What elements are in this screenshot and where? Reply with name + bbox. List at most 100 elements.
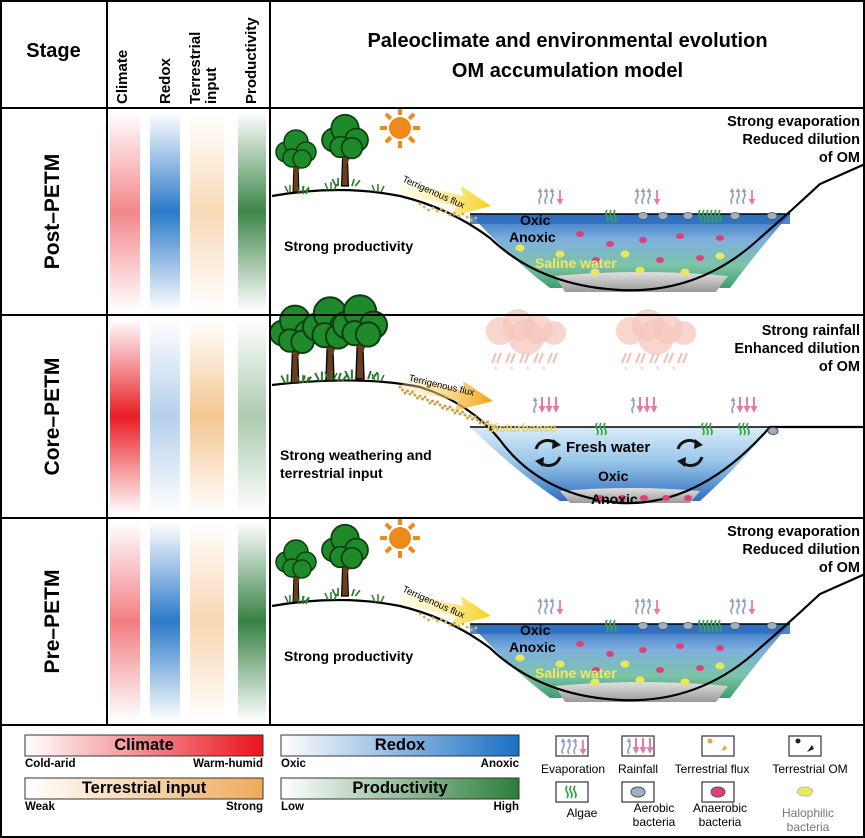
sediment-grain xyxy=(418,394,422,398)
disturbance-label: Disturbance xyxy=(487,421,557,435)
legend-bar-high: Warm-humid xyxy=(193,758,263,770)
sediment-grain xyxy=(473,415,477,419)
indicator-bar xyxy=(238,522,266,721)
grass-icon xyxy=(296,186,310,195)
sediment-grain xyxy=(438,403,442,407)
stage-header: Stage xyxy=(26,40,81,62)
sediment-grain xyxy=(435,619,439,623)
grass-icon xyxy=(371,594,385,603)
terrigenous-flux-arrow xyxy=(399,182,491,216)
sediment-grain xyxy=(418,202,422,206)
evaporation-icon xyxy=(560,738,587,755)
aerobic-bacteria-icon xyxy=(729,212,741,220)
sediment-grain xyxy=(476,418,479,422)
indicator-bar xyxy=(150,112,180,311)
algae-icon xyxy=(698,209,710,223)
sediment-grain xyxy=(481,419,484,423)
sediment-grain xyxy=(465,625,469,629)
sediment-grain xyxy=(461,410,464,414)
sediment-grain xyxy=(444,620,448,624)
anaerobic-bacteria-icon xyxy=(592,667,600,673)
svg-text:*: * xyxy=(510,365,514,375)
sediment-grain xyxy=(469,218,473,222)
oxic-layer xyxy=(470,624,790,634)
sediment-grain xyxy=(496,427,499,431)
algae-icon xyxy=(565,785,577,799)
anaerobic-bacteria-icon xyxy=(592,257,600,263)
algae-icon xyxy=(738,422,750,436)
sediment-grain xyxy=(403,391,407,395)
figure-title-line1: Paleoclimate and environmental evolution xyxy=(367,30,768,52)
ground-line xyxy=(271,162,865,292)
sediment-grain xyxy=(471,417,474,421)
anaerobic-bacteria-icon xyxy=(676,233,684,239)
tree-icon xyxy=(321,113,369,187)
evaporation-icon xyxy=(729,598,756,615)
anaerobic-bacteria-icon xyxy=(696,665,704,671)
sediment-grain xyxy=(448,213,452,217)
sediment-grain xyxy=(446,407,449,411)
anaerobic-bacteria-icon xyxy=(656,667,664,673)
halophilic-bacteria-icon xyxy=(590,268,600,276)
legend-icon-label: Rainfall xyxy=(617,762,659,776)
legend-bar-low: Cold-arid xyxy=(25,758,76,770)
tree-icon xyxy=(275,129,317,193)
anaerobic-bacteria-icon xyxy=(716,645,724,651)
sediment-grain xyxy=(452,211,456,215)
anaerobic-bacteria-icon xyxy=(639,647,647,653)
sediment-grain xyxy=(465,215,469,219)
stage-note: of OM xyxy=(818,560,860,576)
rainfall-icon xyxy=(532,397,560,414)
legend-bar xyxy=(280,734,520,757)
evaporation-icon xyxy=(634,188,661,205)
anaerobic-bacteria-icon xyxy=(640,495,648,501)
stage-note: Reduced dilution xyxy=(742,132,860,148)
sediment-grain xyxy=(448,623,452,627)
aerobic-bacteria-icon xyxy=(729,622,741,630)
sediment-grain xyxy=(486,420,489,424)
sediment-grain xyxy=(426,398,429,402)
productivity-column-header: Productivity xyxy=(243,17,260,104)
algae-icon xyxy=(710,619,722,633)
sediment-grain xyxy=(431,399,434,403)
legend-bar-title: Climate xyxy=(114,736,174,754)
sediment-grain xyxy=(427,618,431,622)
algae-icon xyxy=(595,422,607,436)
svg-text:*: * xyxy=(494,365,498,375)
grass-icon xyxy=(324,182,338,191)
sediment-grain xyxy=(457,214,461,218)
sediment-grain xyxy=(452,621,456,625)
halophilic-bacteria-icon xyxy=(680,268,690,276)
legend-bar-title: Productivity xyxy=(352,779,448,797)
halophilic-bacteria-icon xyxy=(680,678,690,686)
anaerobic-bacteria-icon xyxy=(639,237,647,243)
sediment-grain xyxy=(448,405,452,409)
scene-1: ******** xyxy=(269,294,865,505)
scenes: ******** xyxy=(269,108,865,702)
scene-2 xyxy=(271,518,865,702)
sediment-grain xyxy=(474,626,478,630)
anaerobic-bacteria-icon xyxy=(696,255,704,261)
sediment-grain xyxy=(469,628,473,632)
sediment-grain xyxy=(451,408,454,412)
algae-icon xyxy=(605,619,617,633)
aerobic-bacteria-icon xyxy=(637,212,649,220)
stage-note: of OM xyxy=(818,150,860,166)
aerobic-bacteria-icon xyxy=(637,622,649,630)
legend-bar-low: Weak xyxy=(25,801,55,813)
legend-icon-box xyxy=(555,781,589,803)
algae-icon xyxy=(698,619,710,633)
anaerobic-bacteria-icon xyxy=(576,641,584,647)
indicator-bar xyxy=(110,112,140,311)
sediment-grain xyxy=(413,393,417,397)
anaerobic-bacteria-icon xyxy=(710,786,726,798)
halophilic-bacteria-icon xyxy=(515,654,525,662)
sediment-grain xyxy=(427,208,431,212)
sediment-grain xyxy=(411,390,414,394)
stage-name: Pre–PETM xyxy=(41,569,64,674)
sediment-grain xyxy=(463,413,467,417)
sediment-grain xyxy=(461,212,465,216)
anaerobic-bacteria-icon xyxy=(606,241,614,247)
indicator-bar xyxy=(238,112,266,311)
